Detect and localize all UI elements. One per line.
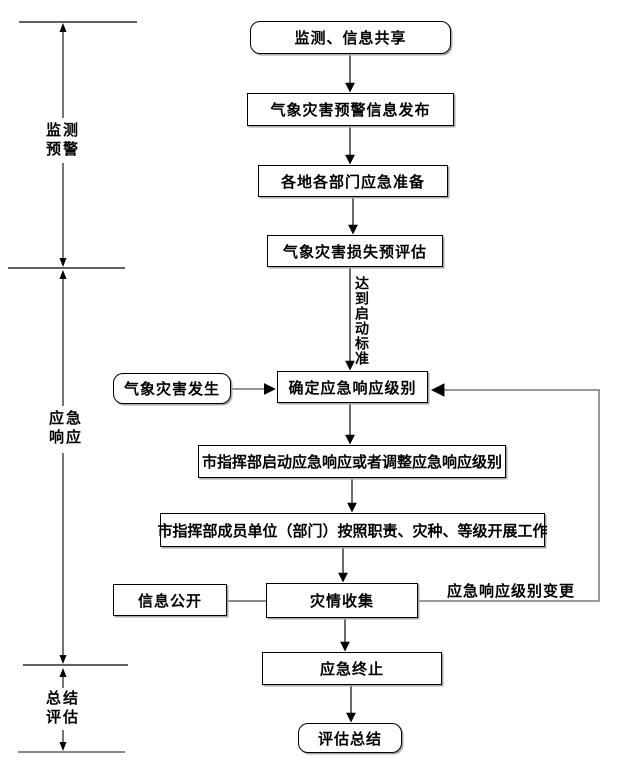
node-disaster-occurs: 气象灾害发生 bbox=[113, 373, 231, 404]
node-start-response: 市指挥部启动应急响应或者调整应急响应级别 bbox=[198, 445, 506, 478]
edge-label-level-change: 应急响应级别变更 bbox=[447, 583, 576, 600]
axis-arrow-up-3 bbox=[59, 668, 67, 677]
phase-response-line2: 响应 bbox=[48, 429, 83, 446]
phase-summary-line1: 总结 bbox=[45, 690, 80, 707]
node-evaluation: 评估总结 bbox=[298, 723, 402, 753]
axis-arrow-down-1 bbox=[59, 258, 67, 267]
node-preparation: 各地各部门应急准备 bbox=[258, 165, 448, 197]
phase-summary-label: 总结 评估 bbox=[33, 689, 93, 727]
axis-arrow-down-2 bbox=[59, 655, 67, 664]
edge-label-reach-criteria: 达到启动标准 bbox=[354, 276, 370, 366]
node-determine-level: 确定应急响应级别 bbox=[277, 371, 428, 403]
phase-monitoring-line2: 预警 bbox=[45, 141, 80, 158]
edge-level-change-feedback bbox=[418, 383, 600, 602]
phase-monitoring-line1: 监测 bbox=[45, 122, 80, 139]
phase-response-label: 应急 响应 bbox=[36, 409, 96, 447]
axis-arrow-up-2 bbox=[59, 270, 67, 279]
axis-arrow-down-3 bbox=[59, 742, 67, 751]
node-end-response: 应急终止 bbox=[262, 652, 442, 685]
node-info-disclosure: 信息公开 bbox=[113, 584, 227, 616]
phase-monitoring-label: 监测 预警 bbox=[33, 121, 93, 159]
node-disaster-collection: 灾情收集 bbox=[266, 583, 418, 618]
node-members-work: 市指挥部成员单位（部门）按照职责、灾种、等级开展工作 bbox=[158, 513, 548, 547]
phase-summary-line2: 评估 bbox=[45, 709, 80, 726]
phase-response-line1: 应急 bbox=[48, 410, 83, 427]
axis-arrow-up-1 bbox=[59, 23, 67, 32]
node-pre-assessment: 气象灾害损失预评估 bbox=[267, 235, 443, 267]
node-warning-release: 气象灾害预警信息发布 bbox=[247, 93, 454, 126]
node-start: 监测、信息共享 bbox=[250, 21, 451, 54]
